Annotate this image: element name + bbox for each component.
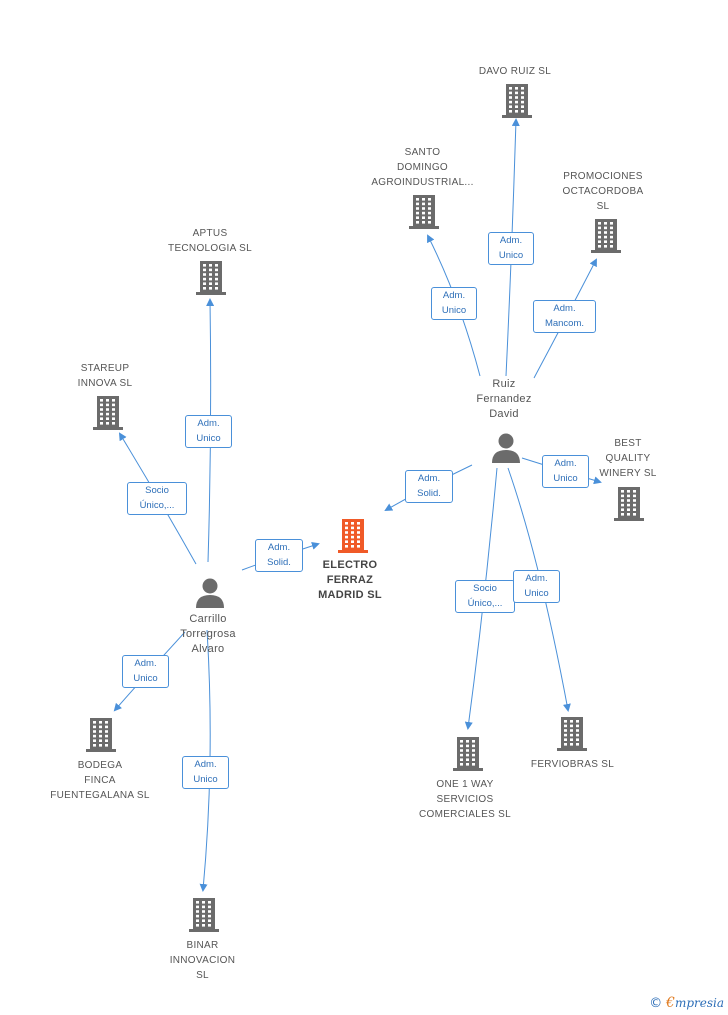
person-icon-carrillo[interactable] — [196, 578, 224, 609]
relation-badge-best[interactable]: Adm. Unico — [542, 455, 589, 488]
building-icon-one[interactable] — [453, 737, 483, 771]
relation-badge-aptus[interactable]: Adm. Unico — [185, 415, 232, 448]
company-label-bodega[interactable]: BODEGA FINCA FUENTEGALANA SL — [50, 760, 150, 801]
relation-badge-santo[interactable]: Adm. Unico — [431, 287, 477, 320]
center-company-label[interactable]: ELECTRO FERRAZ MADRID SL — [318, 559, 382, 601]
relation-badge-carrillo-center[interactable]: Adm. Solid. — [255, 539, 303, 572]
company-label-fervio[interactable]: FERVIOBRAS SL — [530, 759, 615, 770]
empresia-footer: © €mpresia — [649, 995, 724, 1011]
company-label-santo[interactable]: SANTO DOMINGO AGROINDUSTRIAL... — [371, 147, 474, 188]
building-icon-promo[interactable] — [591, 219, 621, 253]
relation-badge-binar[interactable]: Adm. Unico — [182, 756, 229, 789]
person-label-ruiz[interactable]: Ruiz Fernandez David — [476, 378, 532, 420]
relation-badge-davo[interactable]: Adm. Unico — [488, 232, 534, 265]
relation-badge-promo[interactable]: Adm. Mancom. — [533, 300, 596, 333]
copyright-icon: © — [649, 996, 663, 1011]
relation-badge-bodega[interactable]: Adm. Unico — [122, 655, 169, 688]
relation-badge-stareup[interactable]: Socio Único,... — [127, 482, 187, 515]
building-icon-stareup[interactable] — [93, 396, 123, 430]
company-label-one[interactable]: ONE 1 WAY SERVICIOS COMERCIALES SL — [418, 779, 511, 820]
company-label-best[interactable]: BEST QUALITY WINERY SL — [599, 438, 657, 479]
building-icon-santo[interactable] — [409, 195, 439, 229]
icons-layer — [86, 84, 644, 932]
brand-initial: € — [666, 995, 675, 1011]
building-icon-fervio[interactable] — [557, 717, 587, 751]
company-label-promo[interactable]: PROMOCIONES OCTACORDOBA SL — [562, 171, 644, 212]
company-label-aptus[interactable]: APTUS TECNOLOGIA SL — [168, 228, 252, 254]
company-label-binar[interactable]: BINAR INNOVACION SL — [169, 940, 236, 981]
company-label-stareup[interactable]: STAREUP INNOVA SL — [77, 363, 133, 389]
building-icon-aptus[interactable] — [196, 261, 226, 295]
building-icon-best[interactable] — [614, 487, 644, 521]
person-icon-ruiz[interactable] — [492, 433, 520, 464]
person-label-carrillo[interactable]: Carrillo Torregrosa Alvaro — [180, 613, 236, 655]
relation-badge-fervio[interactable]: Adm. Unico — [513, 570, 560, 603]
building-icon-binar[interactable] — [189, 898, 219, 932]
relation-badge-ruiz-center[interactable]: Adm. Solid. — [405, 470, 453, 503]
relation-badge-one[interactable]: Socio Único,... — [455, 580, 515, 613]
center-building-icon[interactable] — [338, 519, 368, 553]
brand-name: mpresia — [674, 996, 724, 1010]
building-icon-davo[interactable] — [502, 84, 532, 118]
building-icon-bodega[interactable] — [86, 718, 116, 752]
company-label-davo[interactable]: DAVO RUIZ SL — [478, 66, 552, 77]
